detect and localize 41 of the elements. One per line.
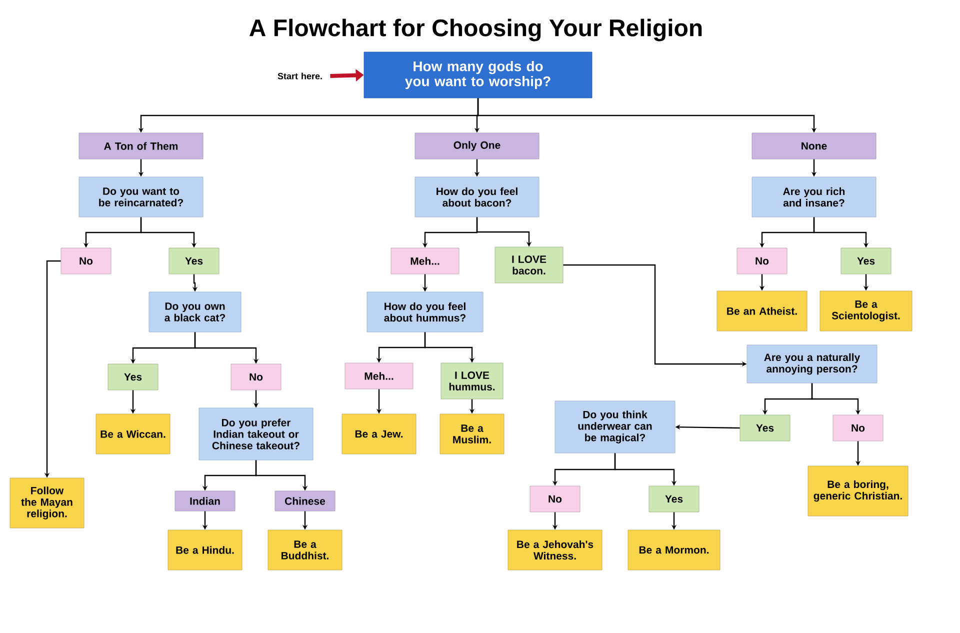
- answer-box: Meh...: [344, 362, 414, 390]
- question-box: How do you feel about bacon?: [414, 176, 540, 218]
- answer-box: I LOVE bacon.: [494, 246, 564, 284]
- category-box: A Ton of Them: [78, 132, 204, 160]
- category-box: Chinese: [274, 490, 336, 512]
- answer-box: No: [530, 486, 580, 512]
- question-box: Do you own a black cat?: [148, 292, 242, 332]
- question-box: Do you think underwear can be magical?: [554, 400, 676, 454]
- result-box: Be a Wiccan.: [96, 414, 170, 454]
- answer-box: Meh...: [390, 248, 460, 274]
- result-box: Be a Buddhist.: [268, 530, 342, 570]
- question-box: Are you rich and insane?: [752, 176, 876, 218]
- start-label: Start here.: [278, 72, 322, 80]
- answer-box: Yes: [840, 248, 892, 274]
- question-box: How do you feel about hummus?: [366, 292, 484, 332]
- result-box: Be a Jehovah's Witness.: [508, 530, 602, 570]
- question-box: How many gods do you want to worship?: [364, 52, 592, 98]
- result-box: Be an Atheist.: [716, 290, 808, 332]
- title: A Flowchart for Choosing Your Religion: [250, 18, 702, 42]
- result-box: Be a Muslim.: [440, 414, 504, 454]
- answer-box: Yes: [168, 248, 220, 274]
- question-box: Do you want to be reincarnated?: [78, 176, 204, 218]
- category-box: Only One: [414, 132, 540, 160]
- result-box: Be a Mormon.: [628, 530, 720, 570]
- result-box: Be a Jew.: [342, 414, 416, 454]
- answer-box: I LOVE hummus.: [440, 362, 504, 400]
- category-box: Indian: [174, 490, 236, 512]
- answer-box: No: [736, 248, 788, 274]
- question-box: Do you prefer Indian takeout or Chinese takeout?: [198, 408, 314, 460]
- answer-box: No: [832, 414, 884, 442]
- answer-box: No: [60, 248, 112, 274]
- answer-box: Yes: [648, 486, 700, 512]
- result-box: Follow the Mayan religion.: [10, 478, 84, 528]
- answer-box: Yes: [108, 364, 158, 390]
- answer-box: Yes: [740, 414, 790, 442]
- result-box: Be a boring, generic Christian.: [808, 466, 908, 516]
- question-box: Are you a naturally annoying person?: [746, 344, 878, 384]
- result-box: Be a Scientologist.: [820, 290, 912, 332]
- category-box: None: [752, 132, 876, 160]
- answer-box: No: [230, 364, 282, 390]
- result-box: Be a Hindu.: [168, 530, 242, 570]
